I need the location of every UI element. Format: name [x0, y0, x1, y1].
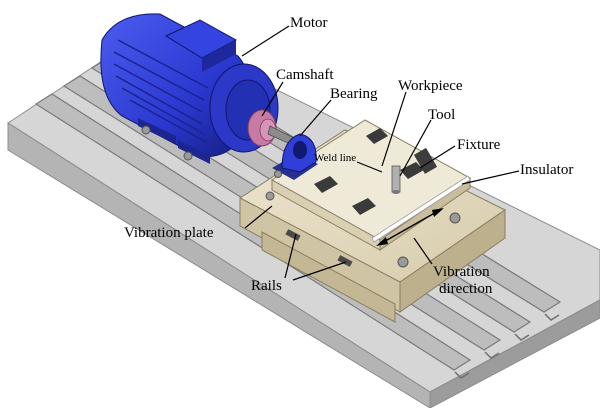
- base-front-face: [7, 122, 431, 408]
- annotations: [356, 161, 444, 246]
- arrow-head-left: [376, 237, 388, 246]
- bearing: [272, 133, 318, 180]
- label-fixture: Fixture: [457, 137, 501, 153]
- base-right-face: [429, 299, 600, 408]
- motor-foot: [138, 118, 176, 144]
- arrow-head-right: [432, 208, 444, 217]
- insulator-leader: [461, 170, 520, 185]
- label-vibration-direction-2: direction: [439, 281, 493, 297]
- vibration-plate-skirt: [261, 231, 396, 323]
- bolt: [141, 125, 151, 135]
- motor: [100, 13, 279, 164]
- label-camshaft: Camshaft: [276, 67, 334, 83]
- weld-line-leader: [356, 161, 383, 173]
- motor-foot: [178, 140, 210, 164]
- tool-body: [391, 165, 401, 193]
- vibration-direction-arrow: [379, 209, 441, 245]
- label-vibration-plate: Vibration plate: [124, 225, 214, 241]
- fixture-clamp: [352, 198, 376, 215]
- bolt: [397, 256, 409, 268]
- motor-fins: [113, 39, 209, 143]
- leader-lines: [241, 25, 520, 281]
- label-bearing: Bearing: [330, 86, 378, 102]
- camshaft-leader: [261, 81, 284, 117]
- fixture-clamp: [314, 176, 338, 193]
- workpiece-leader: [381, 91, 407, 167]
- labels: Motor Camshaft Bearing Workpiece Tool Fi…: [124, 15, 573, 297]
- label-weld-line: Weld line: [314, 152, 356, 164]
- bearing-leader: [299, 99, 332, 137]
- slot-notches: [454, 313, 560, 379]
- label-tool: Tool: [428, 107, 455, 123]
- rail-slot: [285, 229, 301, 241]
- fixture-leader: [419, 145, 456, 169]
- fixture-block: [413, 147, 438, 174]
- bolt: [265, 191, 275, 201]
- bolt: [183, 151, 193, 161]
- label-motor: Motor: [290, 15, 328, 31]
- bearing-bore: [293, 141, 307, 159]
- vibration-plate-leader: [244, 205, 273, 229]
- tool: [391, 165, 401, 194]
- label-vibration-direction-1: Vibration: [433, 264, 490, 280]
- insulator-plate: [271, 119, 471, 251]
- vibration-plate-right: [399, 209, 506, 313]
- insulator-strip: [371, 175, 471, 243]
- fixtures: [265, 128, 461, 268]
- bolt: [449, 212, 461, 224]
- label-insulator: Insulator: [520, 162, 573, 178]
- rails-leader-1: [284, 233, 297, 279]
- rail-slot: [337, 255, 353, 267]
- motor-leader: [241, 25, 290, 57]
- fixture-clamp: [366, 128, 388, 144]
- label-workpiece: Workpiece: [398, 78, 463, 94]
- tool-leader: [399, 119, 432, 177]
- tool-tip: [392, 190, 400, 194]
- fixture-clamp: [400, 162, 424, 179]
- vibration-direction-leader: [413, 237, 433, 265]
- rails-leader-2: [292, 261, 347, 281]
- label-rails: Rails: [251, 278, 282, 294]
- bolt: [274, 170, 282, 178]
- motor-terminal-box-side: [202, 40, 236, 72]
